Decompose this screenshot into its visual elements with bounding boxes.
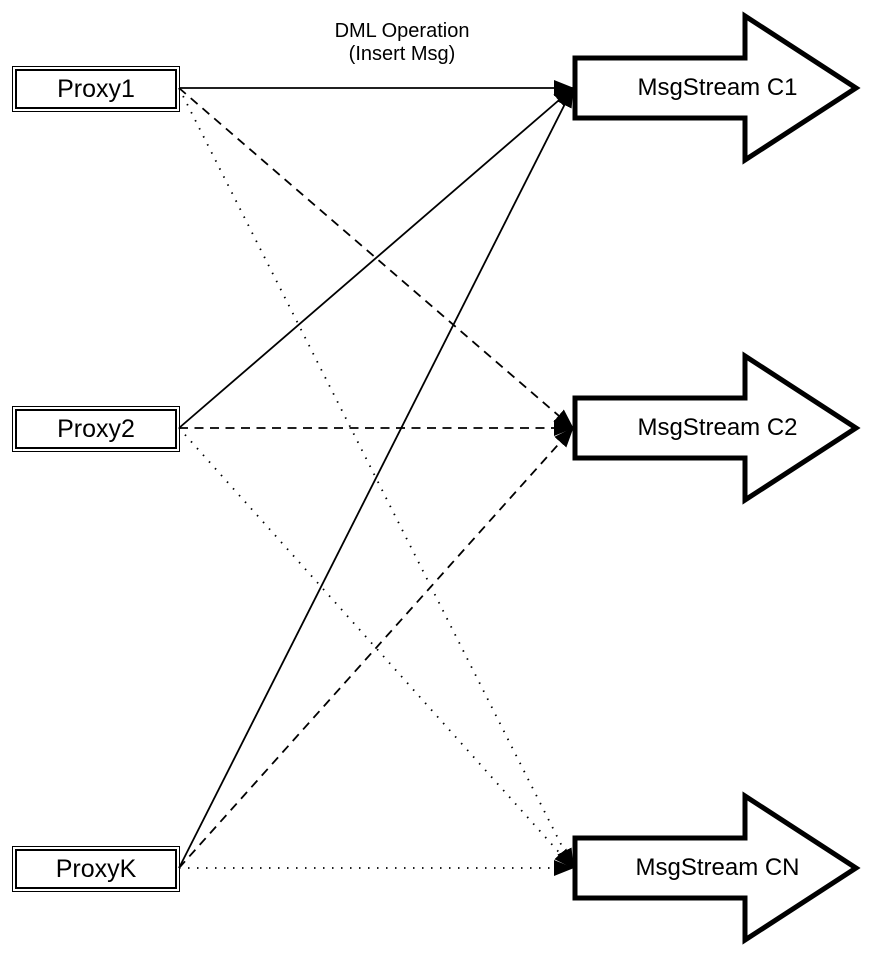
proxy1-box: Proxy1 (12, 66, 180, 112)
edge-group (178, 80, 574, 876)
proxyk-label: ProxyK (55, 854, 137, 883)
msgstream-arrow-c1 (572, 11, 861, 165)
proxy2-label: Proxy2 (57, 414, 135, 443)
proxy1-label: Proxy1 (57, 74, 135, 103)
dml-operation-annotation: DML Operation (Insert Msg) (277, 20, 527, 66)
annotation-line-1: DML Operation (334, 20, 470, 42)
msgstream-arrow-c2 (572, 351, 861, 505)
proxy2-box: Proxy2 (12, 406, 180, 452)
proxyk-box: ProxyK (12, 846, 180, 892)
edge-proxy2-c1-solid (178, 87, 574, 429)
msgstream-arrow-cn (572, 791, 861, 945)
annotation-line-2: (Insert Msg) (348, 43, 456, 65)
edge-proxyk-c2-dashed (178, 427, 574, 869)
edge-proxyk-c1-solid (178, 87, 574, 869)
